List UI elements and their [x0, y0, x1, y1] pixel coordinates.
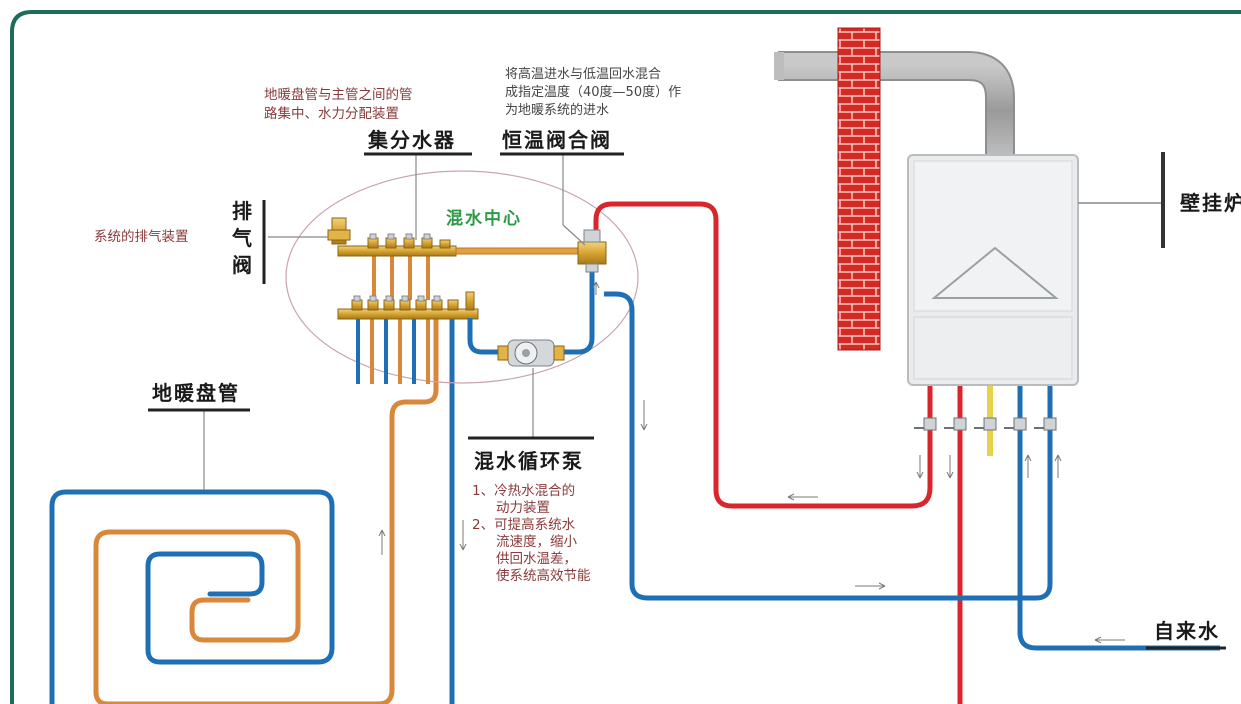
pump-desc-line3: 2、可提高系统水	[472, 516, 576, 533]
pump-desc-line6: 使系统高效节能	[496, 567, 591, 584]
vent-label-3: 阀	[232, 253, 254, 277]
manifold	[327, 217, 587, 320]
label-underlines	[148, 152, 1226, 650]
pump-desc-line1: 1、冷热水混合的	[472, 483, 575, 499]
flue-pipe	[774, 51, 1015, 155]
mixing-center-ellipse	[285, 170, 639, 384]
vent-desc: 系统的排气装置	[94, 229, 189, 245]
manifold-drops	[356, 255, 430, 384]
boiler-valves	[914, 417, 1057, 431]
hot-supply-pipe	[593, 201, 933, 509]
circulation-pump	[497, 339, 565, 367]
floor-coil-blue	[49, 489, 335, 704]
pump-desc-line4: 流速度，缩小	[496, 534, 577, 550]
vent-label-2: 气	[231, 226, 254, 250]
vent-label-1: 排	[232, 199, 254, 223]
pump-desc-line5: 供回水温差，	[496, 551, 577, 567]
pump-loop-pipe	[467, 268, 595, 355]
floor-coil-orange-return	[105, 315, 439, 704]
flow-arrows	[378, 281, 1125, 644]
valve-desc-line1: 将高温进水与低温回水混合	[505, 66, 661, 82]
frame-border	[10, 10, 1241, 704]
mixing-valve	[577, 229, 607, 273]
manifold-desc-line2: 路集中、水力分配装置	[264, 106, 399, 122]
valve-desc-line3: 为地暖系统的进水	[505, 102, 609, 118]
floor-coil-orange	[93, 529, 301, 704]
valve-label: 恒温阀合阀	[502, 128, 612, 152]
tap-water-pipe	[1017, 386, 1220, 651]
manifold-desc-line1: 地暖盘管与主管之间的管	[264, 86, 413, 103]
floor-coil-label: 地暖盘管	[152, 381, 240, 405]
boiler-label: 壁挂炉	[1180, 191, 1241, 215]
manifold-label: 集分水器	[367, 128, 456, 152]
valve-desc-line2: 成指定温度（40度—50度）作	[505, 84, 681, 100]
tap-water-label: 自来水	[1154, 619, 1220, 643]
mix-center-label: 混水中心	[446, 208, 522, 229]
floor-coil	[49, 315, 455, 704]
leader-lines	[203, 154, 586, 490]
wall-boiler	[907, 154, 1079, 386]
brick-chimney	[837, 27, 881, 351]
cold-return-pipe	[604, 291, 1053, 601]
pump-desc-line2: 动力装置	[496, 500, 550, 516]
pump-label: 混水循环泵	[474, 449, 584, 473]
